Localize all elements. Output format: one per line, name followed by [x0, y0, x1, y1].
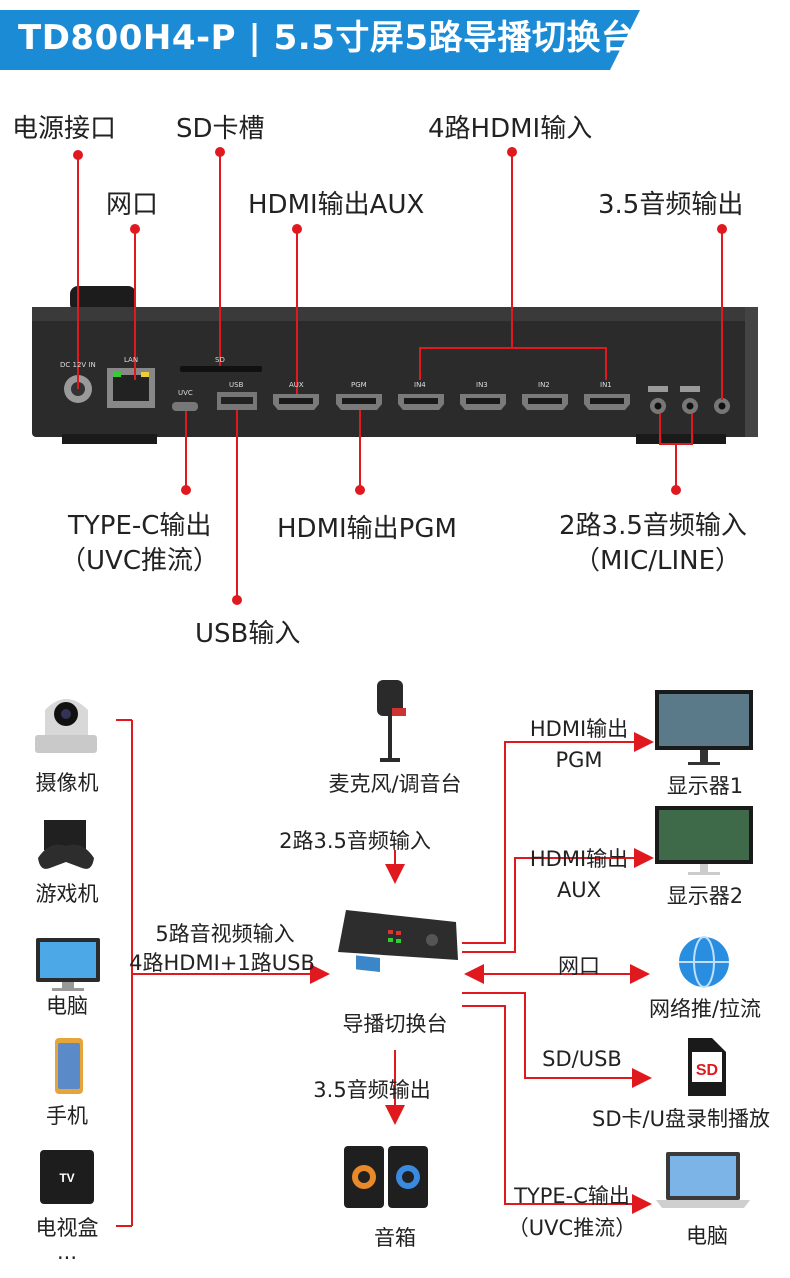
label-mic-line: （MIC/LINE）	[574, 546, 742, 576]
game-console-icon	[38, 820, 94, 869]
typec-output-label: TYPE-C输出	[514, 1184, 630, 1208]
monitor-1-icon	[655, 690, 753, 765]
panel-label-dc: DC 12V IN	[60, 361, 96, 369]
device-body	[32, 307, 758, 437]
source-more: ...	[56, 1240, 78, 1264]
network-label: 网口	[558, 954, 600, 978]
panel-label-uvc: UVC	[178, 389, 193, 397]
knob-icon	[70, 286, 136, 312]
mic-input-label: 2路3.5音频输入	[279, 829, 431, 853]
panel-label-usb: USB	[229, 381, 244, 389]
audio-jacks	[648, 386, 730, 414]
label-lan: 网口	[106, 190, 159, 220]
pgm-output-label: HDMI输出	[529, 717, 629, 741]
label-hdmi-in: 4路HDMI输入	[428, 114, 593, 144]
laptop-label: 电脑	[686, 1224, 728, 1248]
label-pgm: HDMI输出PGM	[277, 514, 457, 544]
source-phone: 手机	[46, 1104, 88, 1128]
panel-label-in4: IN4	[414, 381, 426, 389]
connection-diagram: TV	[35, 680, 753, 1227]
input-label-2: 4路HDMI+1路USB	[129, 951, 315, 975]
source-computer: 电脑	[46, 994, 88, 1018]
speaker-icon	[344, 1146, 428, 1208]
sd-card-icon	[688, 1038, 726, 1096]
input-label-1: 5路音视频输入	[155, 922, 295, 946]
source-game-console: 游戏机	[35, 882, 99, 906]
switcher-label: 导播切换台	[342, 1012, 448, 1036]
display-1-label: 显示器1	[666, 774, 744, 798]
panel-label-in2: IN2	[538, 381, 550, 389]
monitor-2-icon	[655, 806, 753, 875]
speaker-label: 音箱	[374, 1226, 416, 1250]
mic-label: 麦克风/调音台	[328, 772, 462, 796]
switcher-icon	[338, 910, 458, 972]
record-label: SD卡/U盘录制播放	[592, 1107, 770, 1131]
laptop-icon	[656, 1152, 750, 1208]
globe-icon	[679, 936, 729, 988]
audio-out-label: 3.5音频输出	[313, 1078, 431, 1102]
label-usb-in: USB输入	[195, 619, 301, 649]
label-sd-slot: SD卡槽	[176, 114, 265, 144]
label-aux: HDMI输出AUX	[248, 190, 425, 220]
typec-output-sublabel: （UVC推流）	[507, 1216, 637, 1240]
sd-slot-icon	[180, 366, 262, 372]
source-camera: 摄像机	[35, 771, 99, 795]
panel-label-sd: SD	[215, 356, 225, 364]
streaming-label: 网络推/拉流	[648, 997, 762, 1021]
desktop-computer-icon	[36, 938, 100, 991]
device-rear-panel-diagram	[32, 147, 758, 605]
panel-label-aux: AUX	[289, 381, 304, 389]
page-title: TD800H4-P | 5.5寸屏5路导播切换台	[18, 18, 636, 58]
microphone-icon	[377, 680, 406, 762]
label-mic-in: 2路3.5音频输入	[559, 511, 747, 541]
source-tv-box: 电视盒	[35, 1216, 99, 1240]
label-typec: TYPE-C输出	[68, 511, 212, 541]
label-power: 电源接口	[12, 114, 117, 144]
phone-icon	[55, 1038, 83, 1094]
label-typec-uvc: （UVC推流）	[60, 546, 219, 576]
pgm-output-sublabel: PGM	[555, 748, 603, 772]
panel-label-pgm: PGM	[351, 381, 367, 389]
sd-usb-label: SD/USB	[542, 1047, 622, 1071]
label-audio-out: 3.5音频输出	[598, 190, 744, 220]
tv-box-icon	[40, 1150, 94, 1204]
panel-label-in1: IN1	[600, 381, 612, 389]
sd-card-logo: SD	[696, 1062, 718, 1079]
display-2-label: 显示器2	[666, 884, 744, 908]
aux-output-label: HDMI输出	[529, 847, 629, 871]
panel-label-lan: LAN	[124, 356, 139, 364]
typec-port-icon	[172, 402, 198, 411]
aux-output-sublabel: AUX	[556, 878, 602, 902]
panel-label-in3: IN3	[476, 381, 488, 389]
tv-box-logo: TV	[59, 1171, 74, 1185]
title-banner	[0, 10, 640, 70]
camera-icon	[35, 699, 97, 753]
